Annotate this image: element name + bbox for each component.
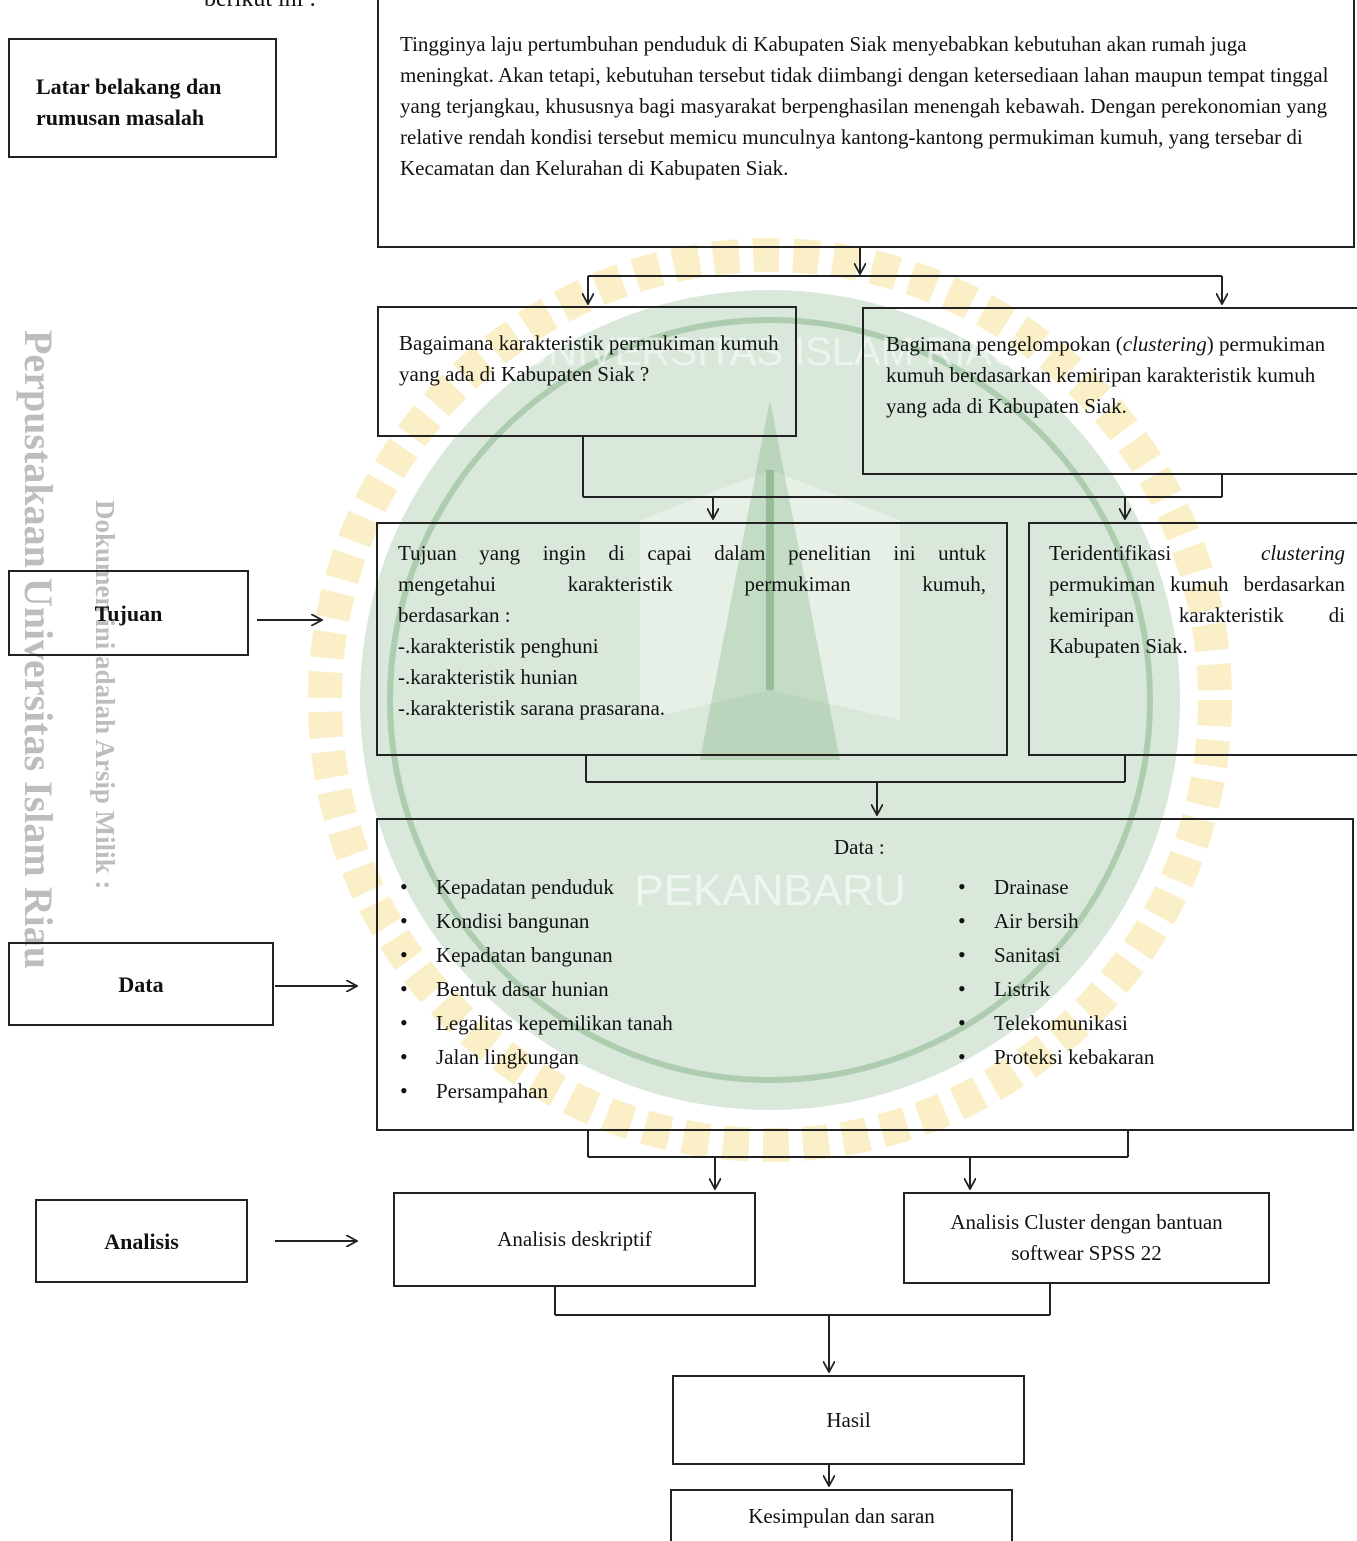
hasil-box: Hasil — [672, 1375, 1025, 1465]
data-list-left: Kepadatan penduduk Kondisi bangunan Kepa… — [400, 870, 673, 1108]
background-box: Tingginya laju pertumbuhan penduduk di K… — [377, 0, 1355, 248]
data-item: Bentuk dasar hunian — [400, 972, 673, 1006]
analisis-cluster-text: Analisis Cluster dengan bantuan softwear… — [950, 1210, 1223, 1265]
tujuan-left-line1: Tujuan yang ingin di capai dalam penelit… — [398, 541, 986, 565]
data-item: Kondisi bangunan — [400, 904, 673, 938]
label-data: Data — [8, 942, 274, 1026]
question-left-box: Bagaimana karakteristik permukiman kumuh… — [377, 306, 797, 437]
data-title: Data : — [834, 835, 885, 859]
tujuan-item: -.karakteristik sarana prasarana. — [398, 696, 666, 720]
question-left-text: Bagaimana karakteristik permukiman kumuh… — [399, 331, 779, 386]
data-item: Proteksi kebakaran — [958, 1040, 1154, 1074]
kesimpulan-box: Kesimpulan dan saran — [670, 1489, 1013, 1541]
label-latar-text: Latar belakang dan rumusan masalah — [36, 74, 222, 130]
label-data-text: Data — [118, 971, 164, 997]
analisis-deskriptif-box: Analisis deskriptif — [393, 1192, 756, 1287]
tujuan-right-word1: Teridentifikasi — [1049, 541, 1172, 565]
tujuan-right-italic: clustering — [1261, 541, 1345, 565]
data-item: Telekomunikasi — [958, 1006, 1154, 1040]
question-right-part2: ) permukiman kumuh berdasarkan kemiripan… — [886, 332, 1326, 418]
tujuan-right-box: Teridentifikasi clustering permukiman ku… — [1028, 522, 1357, 756]
data-item: Kepadatan penduduk — [400, 870, 673, 904]
data-item: Jalan lingkungan — [400, 1040, 673, 1074]
analisis-cluster-box: Analisis Cluster dengan bantuan softwear… — [903, 1192, 1270, 1284]
side-watermark-small: Dokumen ini adalah Arsip Milik : — [90, 500, 120, 890]
data-item: Listrik — [958, 972, 1154, 1006]
question-right-box: Bagimana pengelompokan (clustering) perm… — [862, 307, 1357, 475]
data-item: Kepadatan bangunan — [400, 938, 673, 972]
kesimpulan-text: Kesimpulan dan saran — [748, 1503, 935, 1528]
data-list-right: Drainase Air bersih Sanitasi Listrik Tel… — [958, 870, 1154, 1074]
tujuan-left-box: Tujuan yang ingin di capai dalam penelit… — [376, 522, 1008, 756]
data-item: Air bersih — [958, 904, 1154, 938]
page-header: berikut ini : — [204, 0, 316, 15]
tujuan-right-rest: permukiman kumuh berdasarkan kemiripan k… — [1049, 572, 1345, 658]
question-right-part1: Bagimana pengelompokan ( — [886, 332, 1123, 356]
label-analisis-text: Analisis — [104, 1228, 179, 1254]
background-text: Tingginya laju pertumbuhan penduduk di K… — [400, 32, 1329, 180]
data-box: Data : Kepadatan penduduk Kondisi bangun… — [376, 818, 1354, 1131]
tujuan-item: -.karakteristik penghuni — [398, 634, 599, 658]
data-item: Drainase — [958, 870, 1154, 904]
data-item: Sanitasi — [958, 938, 1154, 972]
data-item: Persampahan — [400, 1074, 673, 1108]
label-analisis: Analisis — [35, 1199, 248, 1283]
question-right-italic: clustering — [1122, 332, 1207, 356]
hasil-text: Hasil — [826, 1407, 871, 1432]
data-item: Legalitas kepemilikan tanah — [400, 1006, 673, 1040]
tujuan-left-line3: berdasarkan : — [398, 603, 511, 627]
label-tujuan-text: Tujuan — [94, 600, 163, 626]
label-latar-belakang: Latar belakang dan rumusan masalah — [8, 38, 277, 158]
analisis-deskriptif-text: Analisis deskriptif — [497, 1227, 652, 1251]
tujuan-item: -.karakteristik hunian — [398, 665, 578, 689]
tujuan-left-line2: mengetahui karakteristik permukiman kumu… — [398, 572, 986, 596]
label-tujuan: Tujuan — [8, 570, 249, 656]
